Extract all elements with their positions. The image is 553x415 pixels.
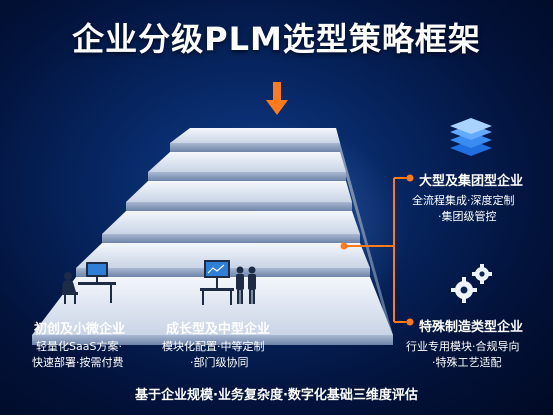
meeting-presentation-icon bbox=[200, 260, 256, 305]
stair-step bbox=[148, 172, 346, 181]
stair-step bbox=[32, 335, 393, 345]
down-arrow-icon bbox=[266, 82, 288, 115]
stair-step bbox=[126, 202, 352, 211]
tier-small-title: 初创及小微企业 bbox=[34, 322, 126, 337]
stair-step bbox=[32, 277, 393, 335]
page-title: 企业分级PLM选型策略框架 bbox=[72, 20, 481, 58]
tier-special-desc-2: ·特殊工艺适配 bbox=[432, 356, 502, 369]
stair-step bbox=[170, 143, 340, 152]
tier-large-desc-1: 全流程集成·深度定制 bbox=[412, 194, 515, 207]
desk-computer-icon bbox=[62, 262, 116, 304]
layers-stack-icon bbox=[450, 118, 492, 156]
tier-medium-desc-1: 模块化配置·中等定制 bbox=[162, 340, 265, 353]
tier-medium-desc-2: ·部门级协同 bbox=[190, 356, 249, 369]
bracket-connector bbox=[340, 174, 414, 326]
tier-large-desc-2: ·集团级管控 bbox=[438, 210, 497, 223]
stair-step bbox=[102, 211, 360, 234]
stair-side bbox=[336, 128, 393, 345]
gears-icon bbox=[451, 264, 492, 303]
tier-special-title: 特殊制造类型企业 bbox=[419, 320, 524, 335]
tier-special-desc-1: 行业专用模块·合规导向 bbox=[406, 340, 520, 353]
stair-step bbox=[170, 128, 340, 143]
tier-small-desc-2: 快速部署·按需付费 bbox=[32, 356, 124, 369]
tier-medium-title: 成长型及中型企业 bbox=[166, 322, 271, 337]
stair-step bbox=[148, 152, 346, 172]
footer-caption: 基于企业规模·业务复杂度·数字化基础三维度评估 bbox=[135, 388, 418, 403]
stair-step bbox=[126, 181, 352, 202]
stair-step bbox=[76, 243, 370, 268]
tier-large-title: 大型及集团型企业 bbox=[419, 174, 524, 189]
tier-small-desc-1: 轻量化SaaS方案· bbox=[36, 340, 122, 353]
stair-step bbox=[102, 234, 360, 243]
